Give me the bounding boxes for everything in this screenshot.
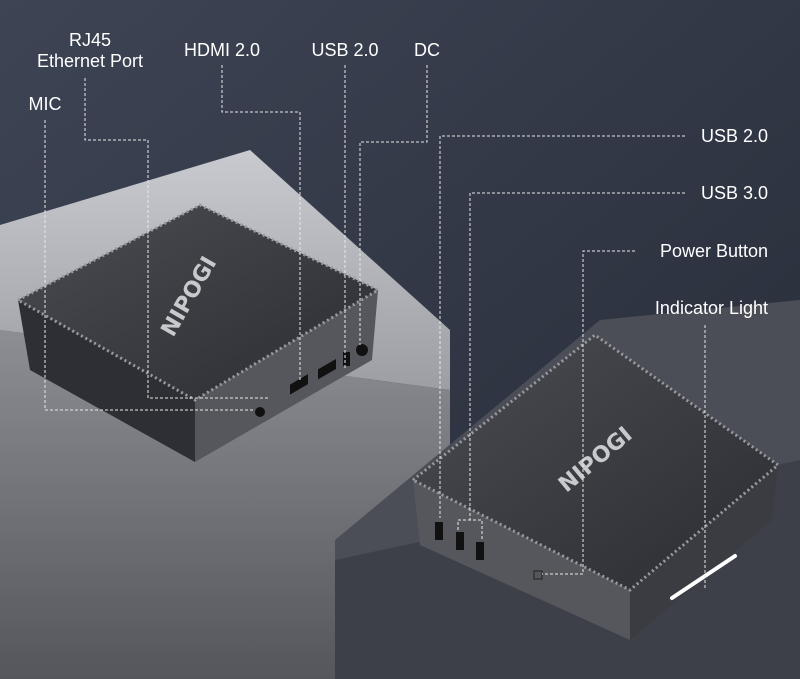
mic-callout-line (44, 120, 255, 411)
hdmi-callout-line (221, 65, 301, 382)
usb3-bracket (457, 519, 483, 540)
label-rj45: RJ45 Ethernet Port (37, 30, 143, 72)
label-usb3: USB 3.0 (700, 183, 768, 203)
power-callout-line (542, 250, 635, 575)
rj45-callout-line (84, 78, 268, 399)
label-hdmi: HDMI 2.0 (183, 40, 261, 60)
dc-callout-line (359, 65, 428, 345)
indicator-light (670, 554, 737, 600)
label-power-button: Power Button (659, 241, 768, 261)
callout-lines (44, 65, 706, 590)
label-rj45-line1: RJ45 (68, 30, 112, 50)
usb3-callout-line (469, 192, 685, 520)
usb2-right-callout-line (439, 135, 685, 518)
label-usb2-top: USB 2.0 (311, 40, 379, 60)
label-usb2-right: USB 2.0 (700, 126, 768, 146)
label-indicator-light: Indicator Light (654, 298, 768, 318)
right-mini-pc: NIPOGI (410, 333, 781, 640)
left-mini-pc: NIPOGI (14, 203, 382, 462)
label-mic: MIC (28, 94, 62, 114)
label-rj45-line2: Ethernet Port (36, 51, 144, 71)
label-dc: DC (414, 40, 440, 60)
